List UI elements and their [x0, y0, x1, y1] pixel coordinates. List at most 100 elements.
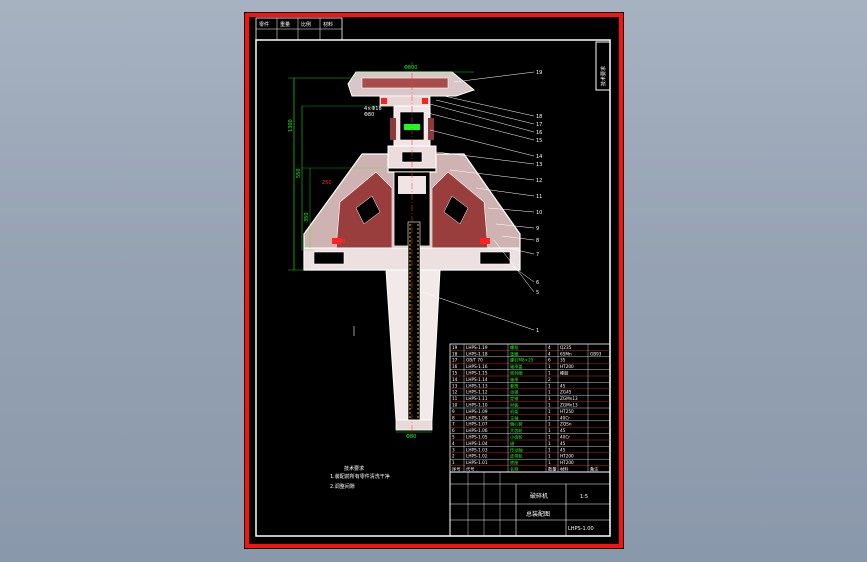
bom-cell: 11 — [452, 396, 458, 401]
callout-numbers: 19 18 17 16 15 14 13 12 11 10 9 8 7 6 5 … — [536, 70, 542, 334]
bom-header-cell: 备注 — [590, 466, 599, 473]
sheet-border-red — [245, 13, 623, 548]
bom-cell: 1 — [548, 454, 551, 459]
bom-cell: 定锥 — [510, 395, 518, 402]
drawing-sheet: 零件 重量 比例 材料 技术要求 — [244, 12, 624, 549]
bom-cell: 4 — [548, 351, 551, 356]
svg-text:Φ80: Φ80 — [364, 112, 374, 118]
bom-cell: 2 — [548, 377, 551, 382]
bom-cell: 12 — [452, 390, 458, 395]
title-scale: 1:5 — [580, 494, 588, 500]
bom-cell: 1 — [548, 364, 551, 369]
callout-6: 14 — [536, 154, 542, 160]
bom-cell: 1 — [548, 422, 551, 427]
bom-cell: 65Mn — [560, 351, 572, 356]
bom-cell: LHPS-1.05 — [466, 435, 488, 440]
callout-leaders — [421, 71, 535, 331]
bom-cell: 4 — [548, 345, 551, 350]
bom-cell: 10 — [452, 403, 458, 408]
bom-cell: 垫圈 — [510, 350, 518, 357]
bom-cell: 1 — [548, 460, 551, 465]
bom-cell: HT250 — [560, 409, 574, 414]
side-title-box: 技术要求 — [595, 41, 611, 91]
bom-cell: 机架 — [510, 408, 518, 415]
bom-header-cell: 数量 — [548, 466, 556, 473]
bom-cell: 1 — [548, 371, 551, 376]
bom-cell: HT200 — [560, 364, 574, 369]
bom-cell: 17 — [452, 358, 458, 363]
bom-cell: 9 — [452, 409, 455, 414]
bom-cell: 15 — [452, 371, 458, 376]
bom-cell: ZQSn — [560, 422, 572, 427]
bom-cell: 套筒 — [510, 382, 518, 389]
bom-cell: LHPS-1.14 — [466, 377, 488, 382]
bom-cell: 35 — [560, 358, 566, 363]
bom-cell: 5 — [452, 435, 455, 440]
bom-cell: 2 — [452, 454, 455, 459]
bom-cell: 橡胶 — [560, 370, 568, 377]
callout-8: 12 — [536, 178, 542, 184]
bom-cell: 轴承 — [510, 376, 519, 383]
callout-11: 9 — [536, 226, 539, 232]
bom-cell: 40Cr — [560, 415, 570, 420]
bom-cell: 衬板 — [510, 402, 519, 409]
bom-cell: 皮带轮 — [510, 453, 523, 460]
bom-cell: 轴承盖 — [510, 363, 523, 370]
bom-header-cell: 代号 — [466, 466, 474, 473]
callout-16: 1 — [536, 328, 539, 334]
bom-cell: 1 — [548, 390, 551, 395]
bom-cell: LHPS-1.19 — [466, 345, 488, 350]
bom-cell: LHPS-1.02 — [466, 454, 488, 459]
bom-cell: GB93 — [590, 351, 602, 356]
bom-cell: LHPS-1.03 — [466, 447, 488, 452]
side-title: 技术要求 — [600, 66, 607, 86]
bom-cell: 14 — [452, 377, 458, 382]
bom-cell: 1 — [548, 383, 551, 388]
technical-notes: 技术要求 1.装配前所有零件清洗干净 2.调整间隙 — [330, 465, 390, 490]
dim-2: 550 — [296, 168, 302, 178]
callout-14: 6 — [536, 280, 539, 286]
bom-cell: LHPS-1.18 — [466, 351, 488, 356]
callout-12: 8 — [536, 238, 539, 244]
callout-15: 5 — [536, 290, 539, 296]
callout-3: 17 — [536, 122, 542, 128]
bom-cell: 45 — [560, 447, 566, 452]
bom-cell: Q235 — [560, 345, 572, 350]
callout-4: 16 — [536, 130, 542, 136]
callout-10: 10 — [536, 210, 542, 216]
tab-label-3: 比例 — [301, 21, 311, 28]
callout-7: 13 — [536, 162, 542, 168]
bom-header-cell: 材料 — [560, 466, 569, 473]
bom-cell: 密封圈 — [510, 370, 523, 377]
bom-cell: 1 — [452, 460, 455, 465]
bom-cell: 6 — [452, 428, 455, 433]
title-name: 破碎机 — [530, 492, 548, 500]
bom-cell: LHPS-1.04 — [466, 441, 488, 446]
bom-cell: 1 — [548, 403, 551, 408]
bom-cell: 4 — [452, 441, 455, 446]
bom-cell: 45 — [560, 428, 566, 433]
bom-cell: 1 — [548, 396, 551, 401]
bom-cell: 7 — [452, 422, 455, 427]
bom-cell: 螺钉M8×25 — [510, 357, 534, 364]
bom-cell: 13 — [452, 383, 458, 388]
bom-cell: 大齿轮 — [510, 427, 523, 434]
bom-header-cell: 名称 — [510, 466, 518, 473]
tab-label-1: 零件 — [259, 21, 269, 28]
title-company: 总装配图 — [526, 510, 550, 518]
title-drawing-no: LHPS-1.00 — [568, 526, 594, 532]
dim-7: Φ80 — [406, 434, 416, 440]
bom-cell: 19 — [452, 345, 458, 350]
bom-cell: 1 — [548, 435, 551, 440]
bom-cell: LHPS-1.09 — [466, 409, 488, 414]
bom-cell: ZGMn13 — [560, 403, 578, 408]
bom-cell: LHPS-1.16 — [466, 364, 488, 369]
bom-cell: 动锥 — [510, 389, 518, 396]
bom-cell: 18 — [452, 351, 458, 356]
crusher-assembly: Φ80 — [303, 62, 521, 437]
bom-cell: LHPS-1.10 — [466, 403, 488, 408]
bom-cell: 40Cr — [560, 435, 570, 440]
dim-4: 250 — [322, 180, 332, 186]
